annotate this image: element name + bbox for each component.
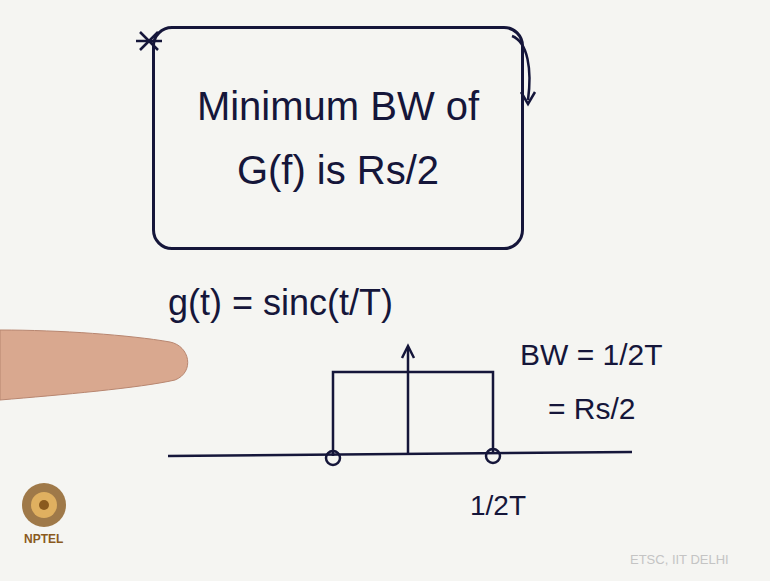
handwritten-note: BW = 1/2T bbox=[520, 338, 663, 372]
handwritten-note: = Rs/2 bbox=[548, 392, 636, 426]
handwritten-note: 1/2T bbox=[470, 490, 526, 522]
side-arrow bbox=[512, 36, 529, 100]
axis-arrowhead bbox=[402, 346, 414, 358]
vertical-axis bbox=[407, 348, 410, 455]
rect-spectrum bbox=[333, 372, 493, 456]
watermark: ETSC, IIT DELHI bbox=[630, 552, 729, 567]
nptel-logo bbox=[22, 483, 66, 527]
finger bbox=[0, 330, 188, 400]
zero-marker bbox=[486, 449, 500, 463]
zero-marker bbox=[326, 451, 340, 465]
note-box: Minimum BW of G(f) is Rs/2 bbox=[152, 26, 524, 250]
handwritten-note: g(t) = sinc(t/T) bbox=[168, 282, 393, 324]
logo-text: NPTEL bbox=[24, 532, 63, 546]
bullet-mark bbox=[136, 32, 162, 50]
frequency-axis bbox=[168, 452, 632, 456]
note-text: Minimum BW of G(f) is Rs/2 bbox=[168, 74, 508, 202]
